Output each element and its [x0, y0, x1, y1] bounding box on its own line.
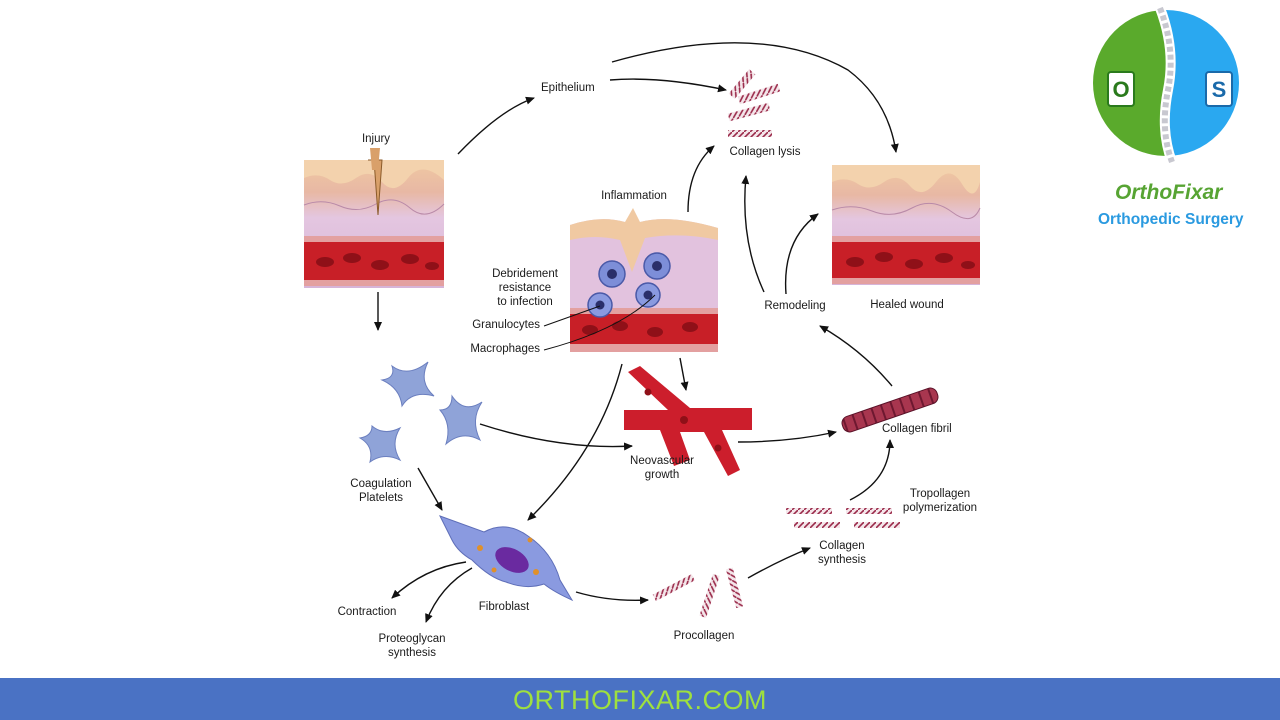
label-collagen-synthesis: Collagen synthesis	[818, 540, 866, 566]
brand-subtitle: Orthopedic Surgery	[1098, 211, 1244, 228]
label-granulocytes: Granulocytes	[472, 319, 540, 331]
collagen-fibril	[841, 387, 939, 433]
label-proteoglycan-synthesis: Proteoglycan synthesis	[378, 633, 446, 659]
collagen-lysis-strands	[727, 69, 781, 137]
label-debridement: Debridement resistance to infection	[492, 268, 558, 308]
granulocyte-cells	[587, 252, 671, 318]
platelet-cells	[358, 361, 483, 464]
orthofixar-logo: O S	[1093, 6, 1239, 164]
footer-website-text: ORTHOFIXAR.COM	[512, 685, 767, 715]
fibroblast-cell	[438, 515, 574, 602]
logo-letter-s: S	[1212, 77, 1227, 102]
healed-wound-illustration	[831, 165, 981, 285]
label-epithelium: Epithelium	[541, 82, 595, 94]
label-collagen-fibril: Collagen fibril	[882, 423, 952, 435]
injury-skin-illustration	[303, 148, 445, 288]
label-collagen-lysis: Collagen lysis	[729, 146, 801, 158]
label-healed-wound: Healed wound	[870, 299, 944, 311]
label-macrophages: Macrophages	[470, 343, 540, 355]
logo-letter-o: O	[1112, 77, 1129, 102]
label-pointer-lines	[543, 294, 656, 351]
label-remodeling: Remodeling	[764, 300, 826, 312]
label-neovascular-growth: Neovascular growth	[630, 455, 694, 481]
label-procollagen: Procollagen	[673, 630, 735, 642]
neovascular-vessel	[624, 366, 752, 476]
inflammation-illustration	[570, 208, 718, 352]
footer-bar: ORTHOFIXAR.COM	[0, 678, 1280, 720]
brand-name: OrthoFixar	[1115, 181, 1223, 204]
label-inflammation: Inflammation	[601, 190, 667, 202]
label-tropollagen-polymerization: Tropollagen polymerization	[902, 488, 978, 514]
procollagen-strands	[652, 567, 744, 618]
label-contraction: Contraction	[337, 606, 397, 618]
label-fibroblast: Fibroblast	[478, 601, 530, 613]
tropocollagen-strands	[786, 508, 900, 528]
process-arrows	[374, 42, 899, 623]
label-coagulation-platelets: Coagulation Platelets	[350, 478, 412, 504]
label-injury: Injury	[361, 133, 391, 145]
